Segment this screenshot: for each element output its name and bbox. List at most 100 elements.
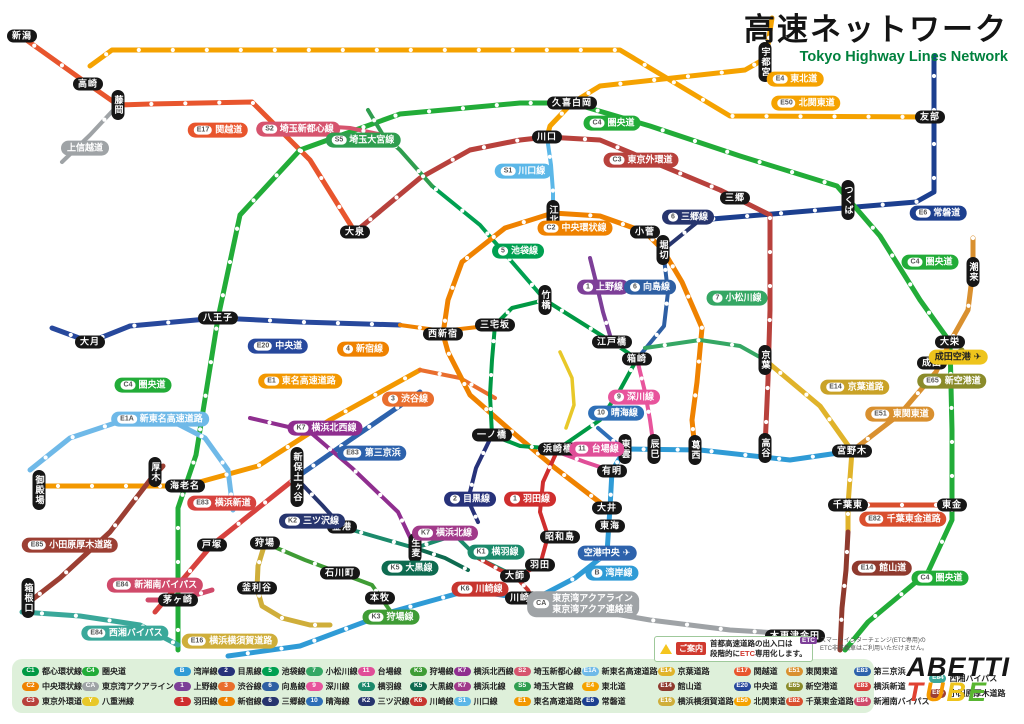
station-dot <box>777 456 782 461</box>
station-dot <box>604 320 609 325</box>
station-dot <box>812 208 818 213</box>
route-badge-label: 圏央道 <box>925 256 953 267</box>
hub-station: 東金 <box>936 498 968 512</box>
station-dot <box>615 460 620 465</box>
warning-icon <box>660 643 672 654</box>
legend-route-name: 常磐道 <box>601 696 626 706</box>
route-code: E1A <box>117 414 137 424</box>
station-dot <box>529 444 534 450</box>
legend-route-chip: E83 <box>853 681 871 691</box>
route-code: E14 <box>826 382 845 392</box>
legend-route-name: 西湘バイパス <box>949 674 998 683</box>
station-dot <box>559 111 564 116</box>
route-badge-label: 深川線 <box>626 391 654 402</box>
legend-route-chip: E50 <box>733 696 751 706</box>
station-dot <box>64 570 69 575</box>
route-code: E4 <box>772 74 788 84</box>
station-dot <box>220 460 225 465</box>
station-dot <box>709 449 714 454</box>
station-dot <box>279 615 285 621</box>
legend-route-chip: 5 <box>261 666 279 676</box>
route-code: K2 <box>285 516 300 526</box>
hub-station: 高谷 <box>758 433 772 463</box>
station-dot <box>618 81 623 86</box>
station-dot <box>238 47 243 53</box>
legend-route-chip: K1 <box>357 681 375 691</box>
legend-route-chip: Y <box>82 696 99 706</box>
station-dot <box>180 492 185 497</box>
station-dot <box>250 100 256 106</box>
station-dot <box>340 47 345 53</box>
station-dot <box>464 255 470 261</box>
station-dot <box>562 472 567 478</box>
station-dot <box>166 320 171 325</box>
station-dot <box>844 549 850 555</box>
station-dot <box>949 405 954 411</box>
route-code: 6 <box>668 212 678 222</box>
legend-route-chip: S2 <box>513 666 531 676</box>
station-dot <box>43 455 48 460</box>
hub-station: 大井 <box>591 501 623 515</box>
station-dot <box>481 450 486 456</box>
station-dot <box>890 253 895 258</box>
route-code: CA <box>533 599 550 609</box>
station-dot <box>102 424 107 429</box>
route-badge-label: 羽田線 <box>522 493 550 504</box>
route-code: E83 <box>193 498 212 508</box>
station-dot <box>68 332 73 338</box>
station-dot <box>931 141 937 147</box>
station-dot <box>832 114 837 119</box>
station-dot <box>612 47 617 53</box>
hub-station: 大月 <box>74 335 106 349</box>
map-line-1 <box>588 256 614 344</box>
station-dot <box>810 454 815 459</box>
route-code: S2 <box>262 124 277 134</box>
station-dot <box>113 523 118 528</box>
station-dot <box>224 472 229 477</box>
route-badge-label: 東北道 <box>790 73 818 84</box>
route-badge: 成田空港✈ <box>928 349 988 365</box>
station-dot <box>489 372 494 378</box>
station-dot <box>620 222 625 227</box>
station-dot <box>528 100 533 106</box>
station-dot <box>214 326 219 331</box>
station-dot <box>550 188 555 193</box>
station-dot <box>822 180 827 185</box>
station-dot <box>441 595 446 600</box>
station-dot <box>374 47 379 53</box>
station-dot <box>420 174 426 179</box>
map-line-C2 <box>440 210 705 511</box>
legend-route-chip: K6 <box>409 696 427 706</box>
route-code: 4 <box>343 344 353 354</box>
station-dot <box>368 217 373 222</box>
station-dot <box>344 626 349 631</box>
station-dot <box>343 409 348 414</box>
route-code: K1 <box>473 547 489 557</box>
route-badge-label: 京葉道路 <box>847 381 884 392</box>
station-dot <box>827 417 832 422</box>
route-badge-label: 第三京浜 <box>364 447 401 458</box>
abetti-tube-logo: ABETTI TUBE <box>907 653 1011 706</box>
legend-route-chip: E85 <box>929 689 947 698</box>
map-line-2 <box>466 433 494 524</box>
route-badge-label: 向島線 <box>642 281 670 292</box>
